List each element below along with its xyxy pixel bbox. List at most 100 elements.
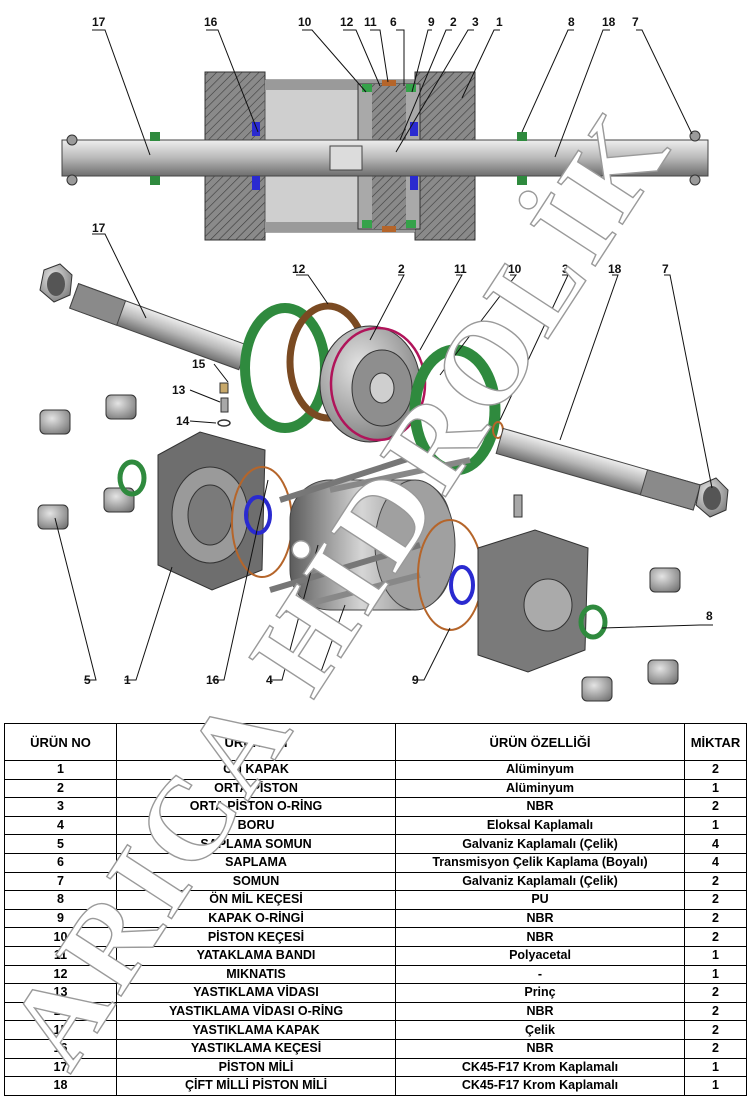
cell-part-no: 9 [4,908,117,929]
callout-6-bottom: 6 [306,673,313,687]
callout-11-mid: 11 [454,262,467,276]
cell-part-name: ÇİFT MİLLİ PİSTON MİLİ [116,1076,396,1096]
cell-part-no: 10 [4,927,117,947]
callout-4-bottom: 4 [266,673,273,687]
cell-part-name: SAPLAMA [116,852,396,873]
callouts-top: 17 16 10 12 11 6 9 2 3 1 8 18 7 [92,15,639,29]
cell-part-spec: NBR [395,927,685,947]
cell-quantity: 1 [684,945,747,966]
cell-part-name: YASTIKLAMA VİDASI [116,983,396,1003]
cell-part-spec: - [395,964,685,985]
cell-quantity: 2 [684,890,747,910]
cell-quantity: 1 [684,778,747,799]
cell-part-name: PİSTON KEÇESİ [116,927,396,947]
cell-part-spec: Alüminyum [395,760,685,780]
cell-part-name: PİSTON MİLİ [116,1057,396,1078]
cell-part-spec: Çelik [395,1020,685,1040]
rod-seal-left [150,132,160,141]
cell-part-spec: Eloksal Kaplamalı [395,815,685,836]
callout-16-bottom: 16 [206,673,220,687]
callout-17-mid: 17 [92,221,106,235]
cushion-seal-left-ring [244,495,272,535]
callout-7-mid: 7 [662,262,669,276]
exploded-body-group [37,394,681,702]
piston-seal-ring-2 [409,344,501,476]
cell-part-spec: NBR [395,1001,685,1022]
cell-part-name: ÖN KAPAK [116,760,396,780]
cell-quantity: 2 [684,927,747,947]
cushion-oring-14 [217,419,231,427]
callout-17-top: 17 [92,15,106,29]
cross-section-view [61,71,709,241]
cell-quantity: 2 [684,1020,747,1040]
cell-part-name: YATAKLAMA BANDI [116,945,396,966]
callout-6-top: 6 [390,15,397,29]
cell-quantity: 1 [684,964,747,985]
cell-part-name: YASTIKLAMA KEÇESİ [116,1038,396,1059]
cell-quantity: 4 [684,834,747,854]
cell-part-name: ÖN MİL KEÇESİ [116,890,396,910]
rod-seal-right [517,132,527,141]
cell-part-spec: Galvaniz Kaplamalı (Çelik) [395,871,685,892]
cell-quantity: 2 [684,1038,747,1059]
cell-quantity: 1 [684,1057,747,1078]
piston-seal-bottom [362,220,372,228]
callout-10-mid: 10 [508,262,522,276]
table-header-row: ÜRÜN NO ÜRÜN ADI ÜRÜN ÖZELLİĞİ MİKTAR [4,723,747,761]
callout-9-bottom: 9 [412,673,419,687]
callout-18-mid: 18 [608,262,622,276]
cell-part-no: 1 [4,760,117,780]
cell-part-no: 16 [4,1038,117,1059]
cell-quantity: 2 [684,1001,747,1022]
cell-quantity: 2 [684,760,747,780]
leader-lines [54,29,713,681]
rod-seal-ring-left [117,459,147,497]
callouts-bottom: 5 1 16 4 6 9 8 [84,609,713,687]
tie-rod-nut-3 [37,504,69,530]
rod-section [61,139,709,177]
wear-band-top [382,80,396,86]
callout-16-top: 16 [204,15,218,29]
cell-part-name: MIKNATIS [116,964,396,985]
callout-7-top: 7 [632,15,639,29]
cell-part-spec: PU [395,890,685,910]
callout-18-top: 18 [602,15,616,29]
cell-part-spec: Galvaniz Kaplamalı (Çelik) [395,834,685,854]
tie-rod-nut-1 [39,409,71,435]
cell-quantity: 2 [684,797,747,817]
nut-right [689,130,701,142]
tie-rod-nut-7 [581,676,613,702]
cell-part-no: 3 [4,797,117,817]
cushion-cap-15 [219,382,229,394]
tie-rod-2 [269,542,421,593]
callout-9-top: 9 [428,15,435,29]
cell-part-no: 13 [4,983,117,1003]
cell-part-no: 5 [4,834,117,854]
exploded-assembly-diagram: 17 16 10 12 11 6 9 2 3 1 8 18 7 17 12 2 … [37,15,729,702]
cell-part-name: ORTA PİSTON [116,778,396,799]
cell-part-no: 14 [4,1001,117,1022]
piston-seal-top [362,84,372,92]
callout-2-mid: 2 [398,262,405,276]
header-quantity: MİKTAR [684,723,747,761]
nut-left [66,134,78,146]
tie-rod-1 [279,452,421,503]
callout-3-top: 3 [472,15,479,29]
cell-part-name: YASTIKLAMA VİDASI O-RİNG [116,1001,396,1022]
callout-2-top: 2 [450,15,457,29]
cell-quantity: 1 [684,815,747,836]
callout-14-mid: 14 [176,414,190,428]
callout-5-bottom: 5 [84,673,91,687]
